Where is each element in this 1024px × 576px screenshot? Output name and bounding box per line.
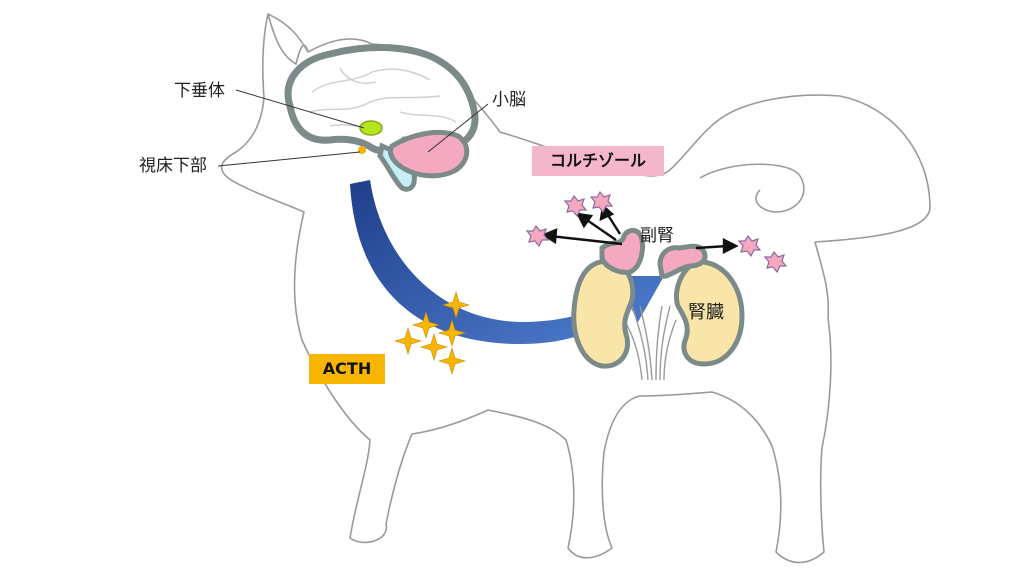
hypothalamus-leader	[217, 151, 361, 167]
acth-tag: ACTH	[309, 354, 385, 384]
cerebellum-label: 小脳	[492, 90, 526, 110]
cortisol-arrows	[541, 203, 739, 254]
gold-sparkle-icon	[411, 310, 441, 340]
hypothalamus-label: 視床下部	[139, 156, 207, 176]
left-adrenal	[599, 228, 645, 275]
left-kidney	[571, 258, 636, 369]
renal-vessels	[623, 305, 677, 381]
cerebellum	[387, 129, 470, 179]
acth-flow-arrow	[350, 180, 664, 344]
pink-star-icon	[525, 224, 550, 248]
hypothalamus	[358, 146, 366, 154]
gold-sparkle-icon	[393, 326, 423, 356]
gold-sparkle-icon	[437, 346, 467, 376]
right-adrenal	[657, 243, 708, 279]
pituitary-label: 下垂体	[174, 81, 225, 101]
adrenal-label: 副腎	[640, 226, 674, 246]
pituitary-gland	[359, 120, 383, 136]
kidney-label: 腎臓	[688, 302, 724, 323]
acth-sparkles	[393, 290, 471, 376]
cortisol-tag: コルチゾール	[532, 146, 664, 176]
gold-sparkle-icon	[441, 290, 471, 320]
right-kidney	[674, 259, 745, 367]
tail-outline	[699, 163, 805, 213]
pink-star-icon	[563, 194, 588, 218]
gold-sparkle-icon	[437, 318, 467, 348]
cortisol-hormones	[525, 190, 788, 274]
cerebellum-leader	[427, 103, 489, 153]
pituitary-leader	[235, 89, 365, 129]
gold-sparkle-icon	[419, 332, 449, 362]
pink-star-icon	[737, 234, 762, 258]
pink-star-icon	[763, 250, 788, 274]
ear-outline	[267, 13, 309, 66]
pink-star-icon	[589, 190, 614, 214]
